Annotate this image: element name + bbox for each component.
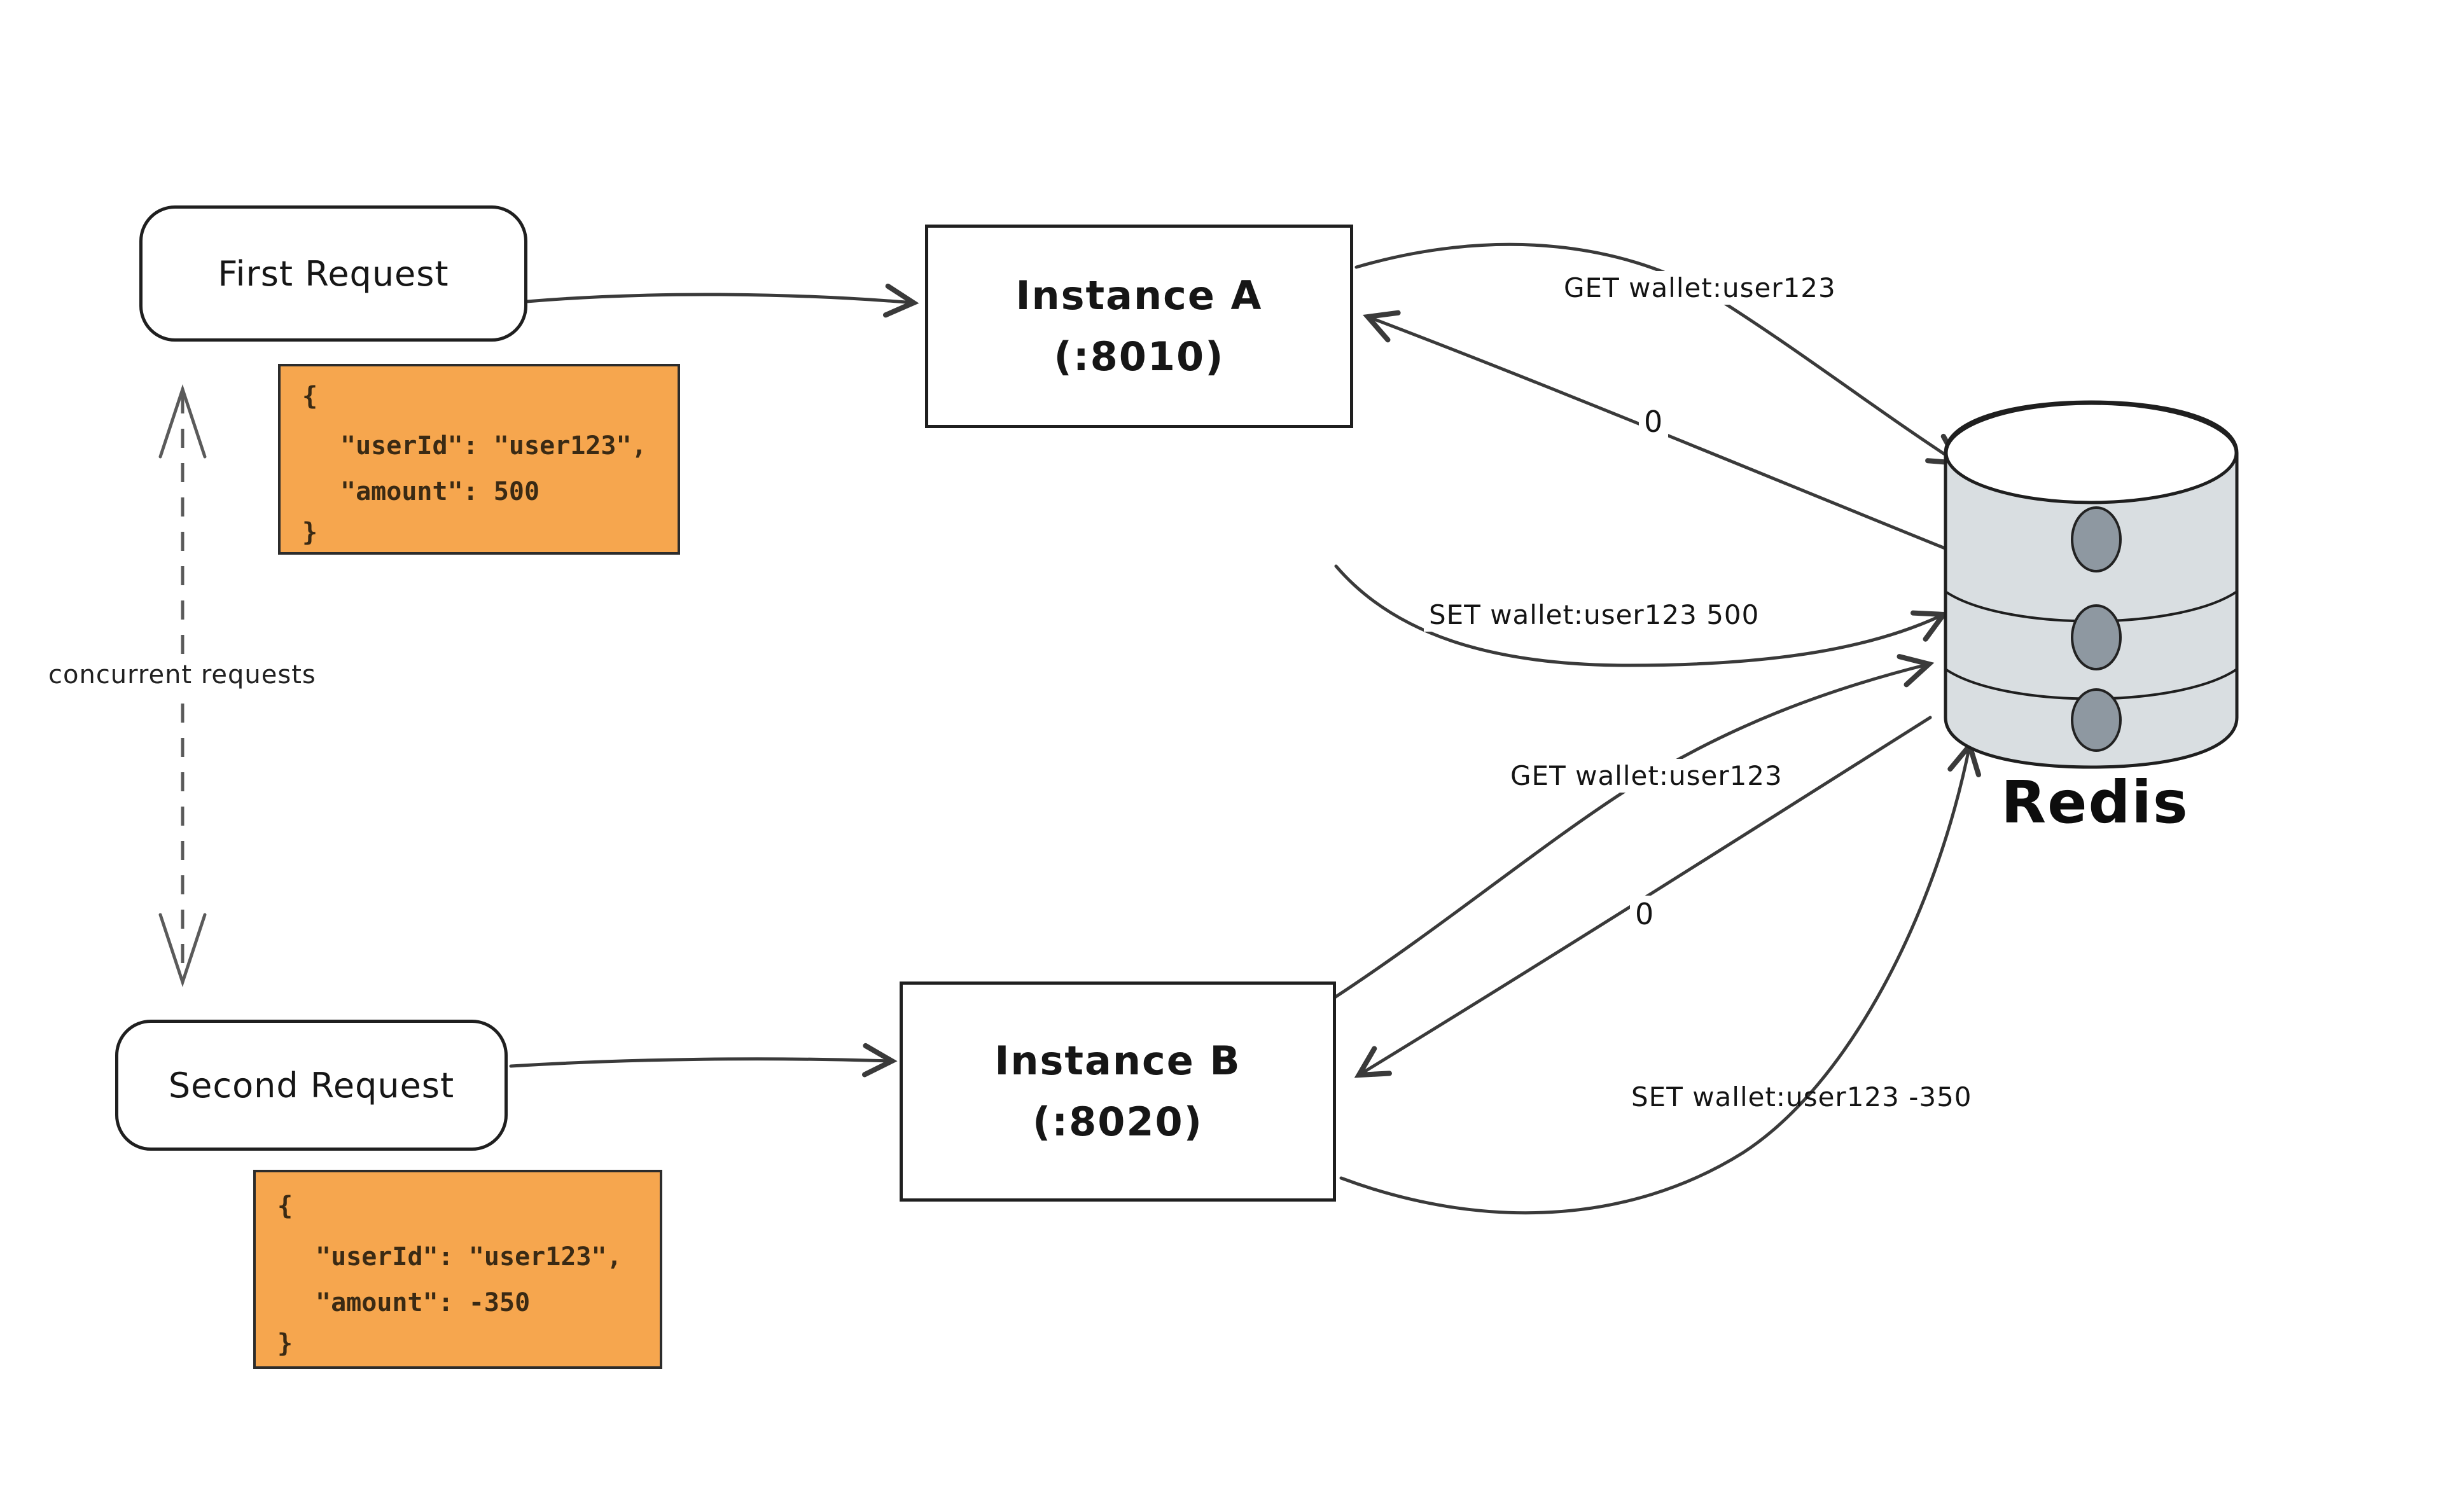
concurrent-requests-label: concurrent requests (45, 660, 320, 690)
second-request-node: Second Request (115, 1020, 508, 1151)
arrow-instance-b-get (1333, 654, 1935, 999)
payload-brace-open: { (302, 382, 318, 411)
set-wallet-label-instance-a: SET wallet:user123 500 (1424, 598, 1765, 632)
get-wallet-label-instance-b: GET wallet:user123 (1505, 759, 1788, 793)
instance-b-port: (:8020) (1032, 1099, 1204, 1145)
redis-disk-dot (2071, 506, 2122, 572)
redis-label: Redis (2001, 768, 2189, 836)
first-request-node: First Request (139, 205, 527, 342)
instance-b-name: Instance B (994, 1037, 1241, 1084)
instance-a-node: Instance A (:8010) (925, 225, 1353, 428)
instance-a-port: (:8010) (1054, 333, 1225, 380)
payload-amount-line: "amount": -350 (316, 1288, 531, 1317)
set-wallet-label-instance-b: SET wallet:user123 -350 (1631, 1081, 1972, 1113)
arrow-second-to-instance-b (509, 1043, 898, 1078)
reply-zero-label-instance-a: 0 (1639, 403, 1669, 440)
second-request-label: Second Request (168, 1065, 455, 1106)
redis-disk-dot (2071, 604, 2122, 670)
reply-zero-label-instance-b: 0 (1630, 896, 1660, 933)
first-request-payload: { "userId": "user123", "amount": 500 } (278, 364, 680, 555)
redis-disk-dot (2071, 688, 2122, 752)
get-wallet-label-instance-a: GET wallet:user123 (1559, 271, 1841, 305)
second-request-payload: { "userId": "user123", "amount": -350 } (253, 1170, 662, 1369)
instance-b-node: Instance B (:8020) (900, 981, 1336, 1202)
payload-brace-close: } (277, 1329, 293, 1358)
instance-a-name: Instance A (1015, 272, 1263, 319)
payload-amount-line: "amount": 500 (340, 477, 540, 506)
payload-brace-open: { (277, 1191, 293, 1221)
payload-brace-close: } (302, 518, 318, 547)
arrow-instance-a-set (1334, 564, 1949, 667)
payload-userid-line: "userId": "user123", (340, 431, 647, 461)
arrow-instance-b-set (1339, 740, 1982, 1215)
arrow-first-to-instance-a (525, 283, 919, 318)
cylinder-top-ellipse (1944, 401, 2238, 504)
first-request-label: First Request (218, 253, 449, 294)
redis-database-icon (1944, 400, 2239, 769)
payload-userid-line: "userId": "user123", (316, 1242, 622, 1272)
